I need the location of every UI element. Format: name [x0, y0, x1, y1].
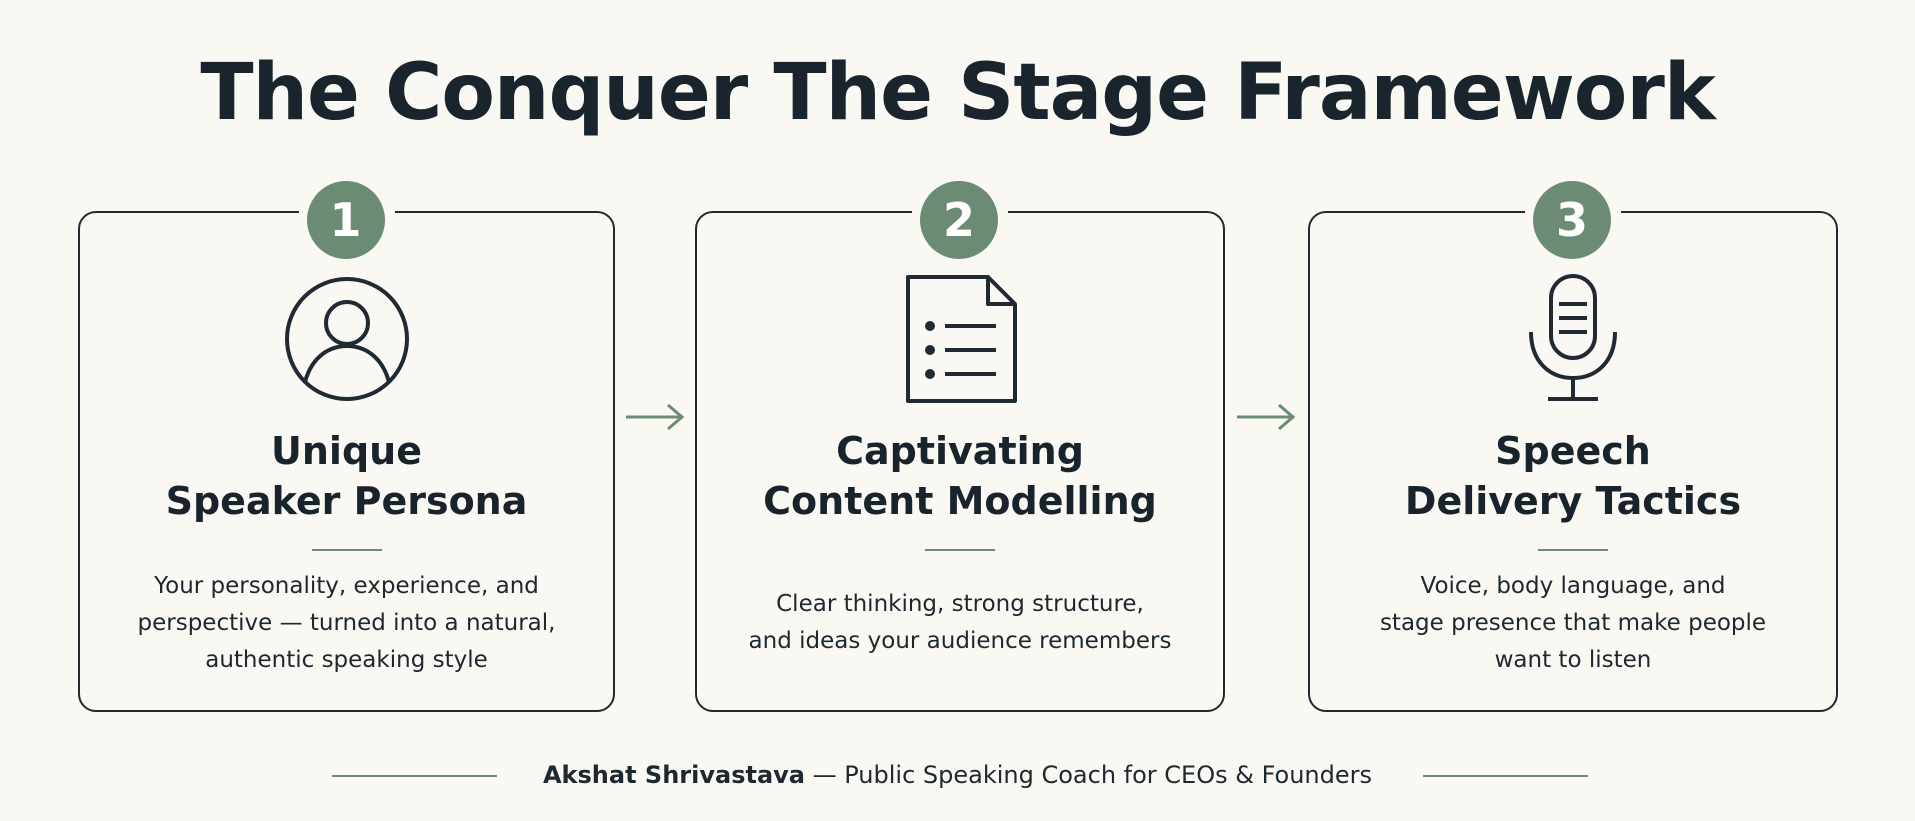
- step-description-2-line-1: Clear thinking, strong structure,: [776, 591, 1144, 617]
- step-description-3: Voice, body language, and stage presence…: [1330, 568, 1816, 679]
- step-badge-1: 1: [298, 181, 395, 261]
- step-description-2-line-2: and ideas your audience remembers: [748, 628, 1172, 654]
- step-number-3: 3: [1533, 181, 1611, 259]
- footer-credit: Akshat Shrivastava — Public Speaking Coa…: [0, 758, 1915, 792]
- page-title: The Conquer The Stage Framework: [200, 48, 1715, 138]
- person-circle-icon: [284, 277, 409, 401]
- step-description-1-line-2: perspective — turned into a natural,: [137, 610, 556, 636]
- step-title-1: Unique Speaker Persona: [80, 426, 613, 526]
- step-badge-2: 2: [912, 181, 1008, 261]
- step-description-3-line-1: Voice, body language, and: [1420, 573, 1726, 599]
- step-description-3-line-2: stage presence that make people: [1379, 610, 1767, 636]
- step-card-2: 2 Captivating Content Modelling Clear th…: [695, 181, 1225, 712]
- step-title-3-line-2: Delivery Tactics: [1404, 479, 1742, 523]
- step-number-1: 1: [306, 181, 385, 259]
- step-title-1-line-2: Speaker Persona: [165, 479, 528, 523]
- arrow-right-icon: [626, 403, 685, 431]
- step-description-1-line-1: Your personality, experience, and: [154, 573, 539, 599]
- step-badge-3: 3: [1525, 181, 1621, 261]
- step-card-1: 1 Unique Speaker Persona Your personalit…: [78, 181, 615, 712]
- step-divider-1: [311, 549, 382, 551]
- author-name: Akshat Shrivastava: [542, 761, 805, 789]
- step-divider-3: [1538, 549, 1608, 551]
- step-divider-2: [925, 549, 995, 551]
- microphone-icon: [1529, 274, 1617, 401]
- step-title-3-line-1: Speech: [1495, 429, 1651, 473]
- step-title-2-line-2: Content Modelling: [763, 479, 1157, 523]
- arrow-right-icon: [1237, 403, 1296, 431]
- step-description-2: Clear thinking, strong structure, and id…: [717, 586, 1203, 660]
- author-tagline: — Public Speaking Coach for CEOs & Found…: [804, 761, 1373, 789]
- step-description-1-line-3: authentic speaking style: [205, 647, 488, 673]
- step-title-2-line-1: Captivating: [836, 429, 1084, 473]
- step-description-3-line-3: want to listen: [1494, 647, 1652, 673]
- step-number-2: 2: [920, 181, 998, 259]
- step-description-1: Your personality, experience, and perspe…: [100, 568, 593, 679]
- footer-divider-right: [1423, 775, 1588, 777]
- step-title-2: Captivating Content Modelling: [697, 426, 1223, 526]
- step-card-3: 3 Speech Delivery Tactics Voice, body la…: [1308, 181, 1838, 712]
- step-title-1-line-1: Unique: [271, 429, 422, 473]
- footer-divider-left: [332, 775, 497, 777]
- step-title-3: Speech Delivery Tactics: [1310, 426, 1836, 526]
- document-list-icon: [906, 275, 1017, 403]
